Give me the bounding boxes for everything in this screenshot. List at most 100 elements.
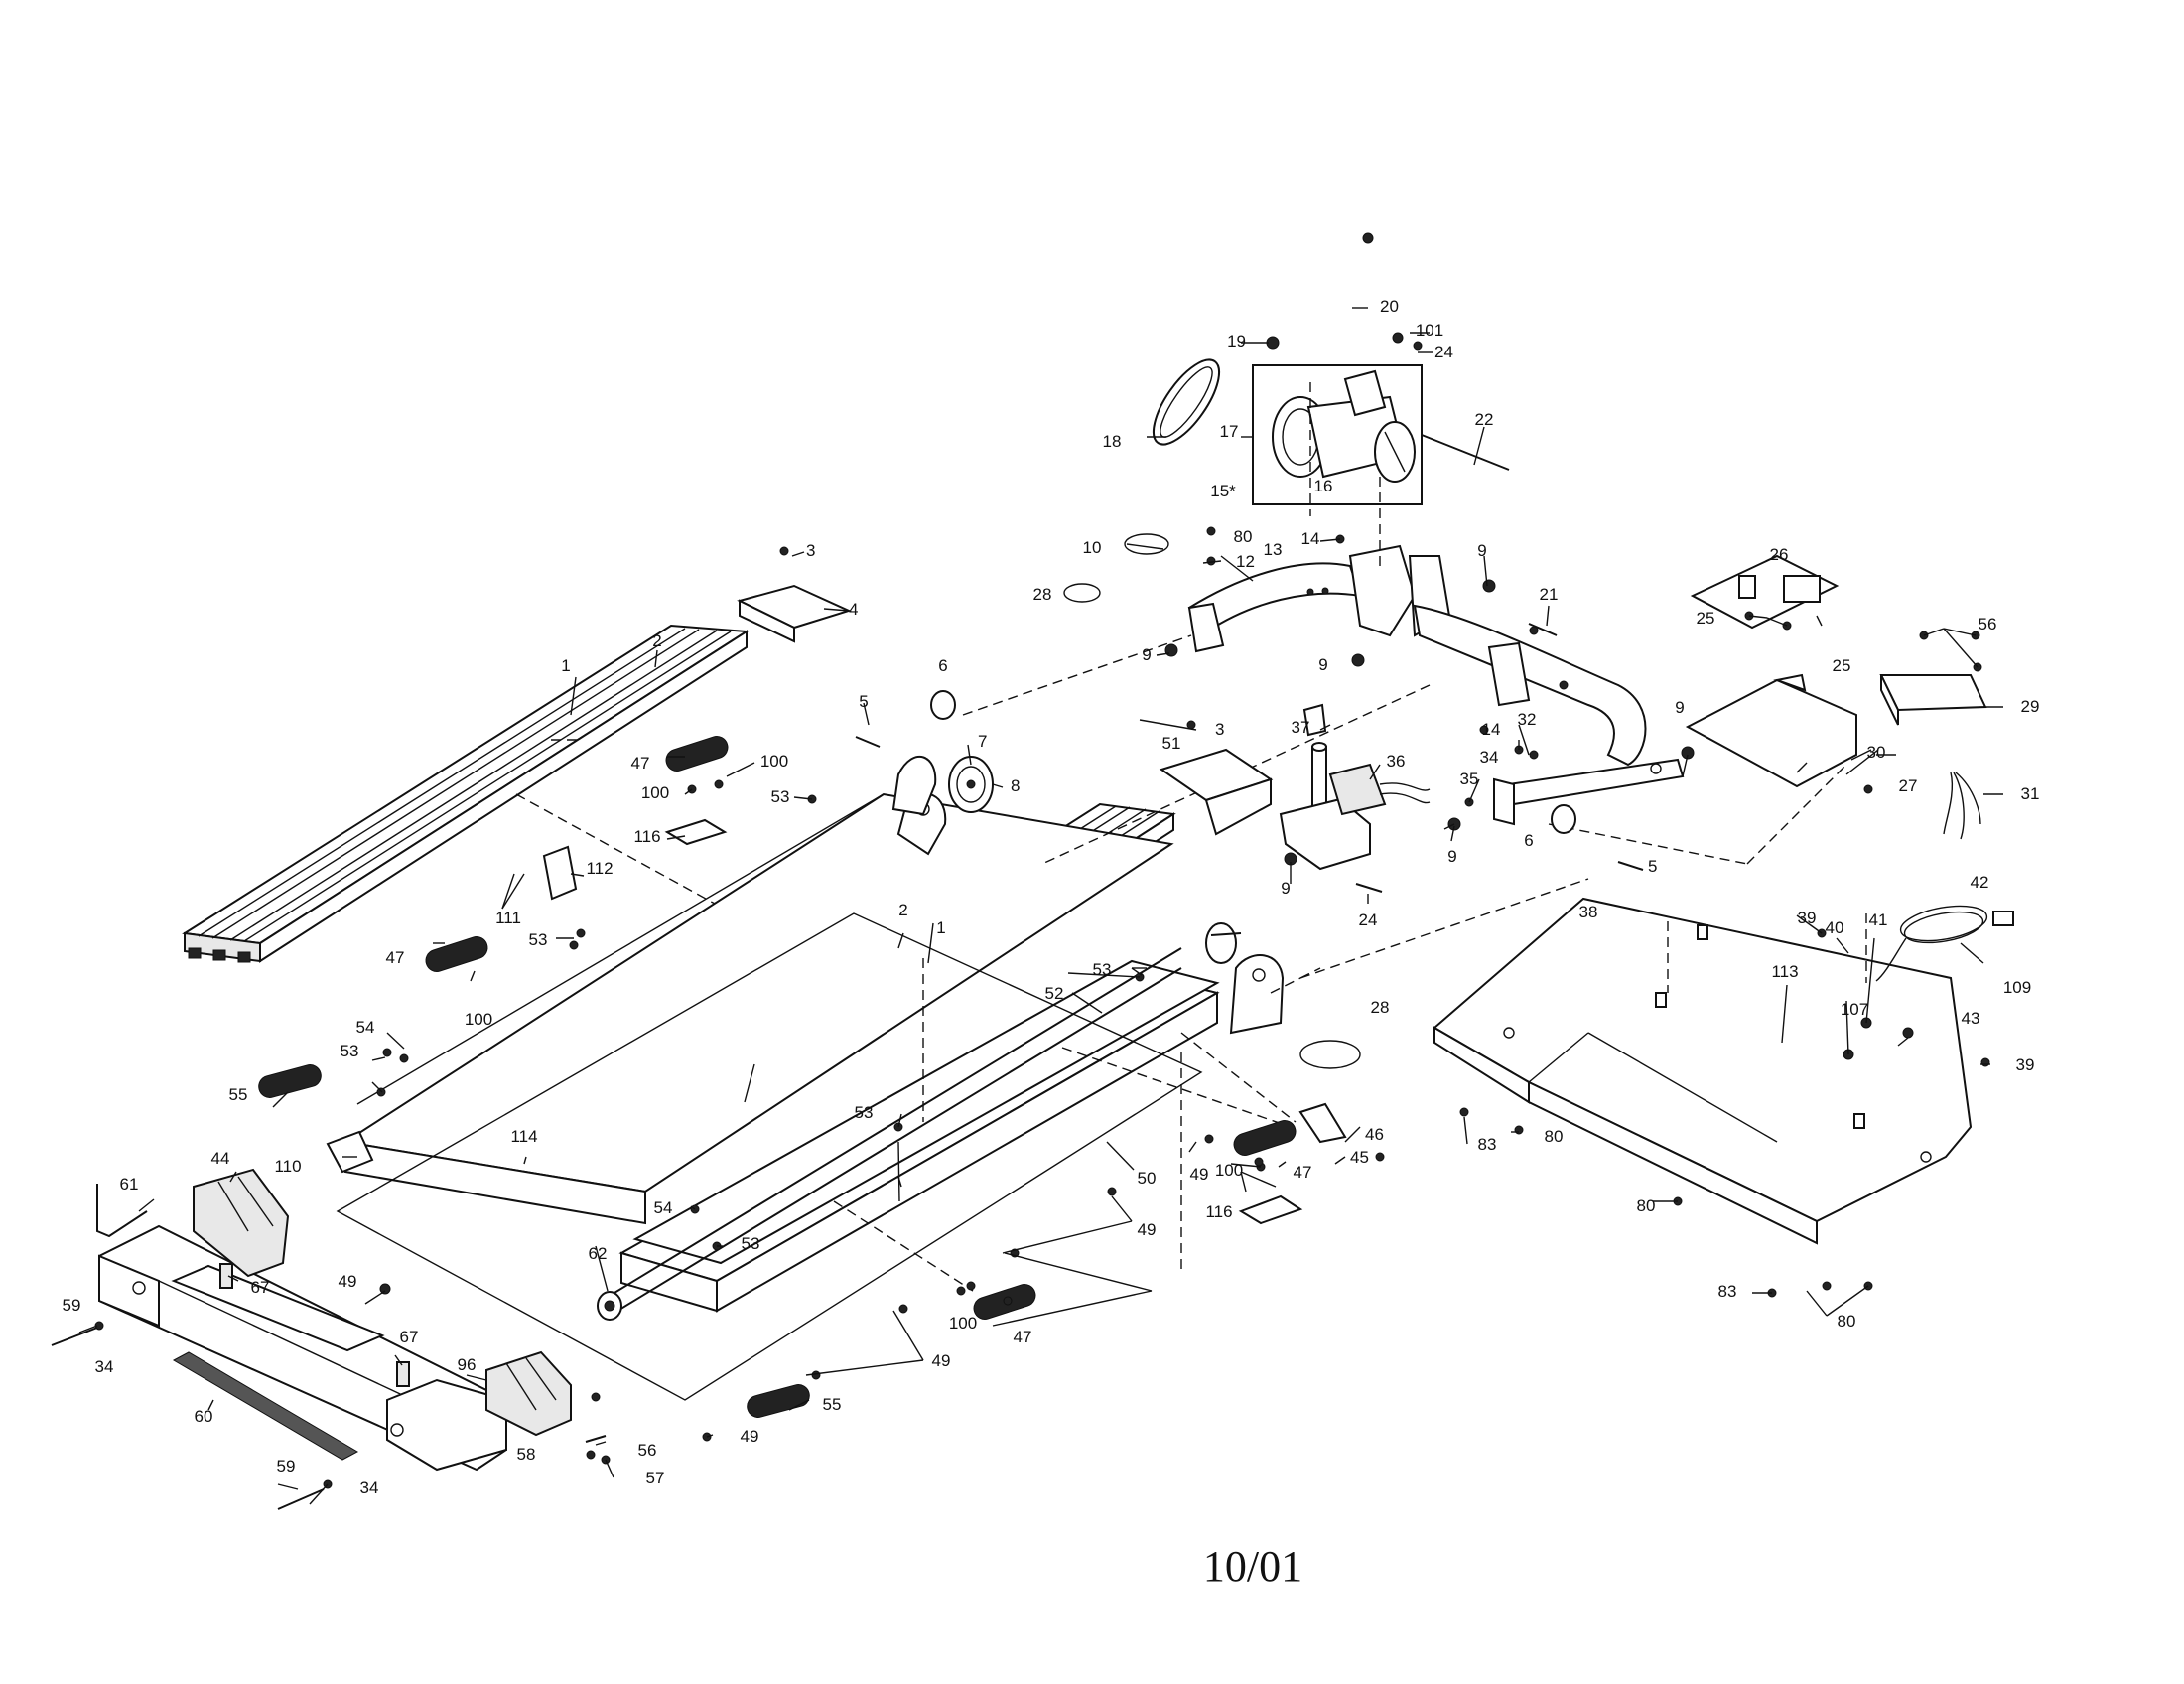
incline-motor bbox=[1279, 703, 1431, 871]
label-p80c: 80 bbox=[1637, 1196, 1656, 1215]
clip-56 bbox=[585, 1435, 607, 1443]
front-base-frame bbox=[98, 1224, 507, 1472]
label-p57: 57 bbox=[646, 1469, 665, 1487]
label-p112: 112 bbox=[586, 859, 613, 878]
label-p100c: 100 bbox=[465, 1010, 492, 1029]
leader-lines bbox=[78, 307, 2003, 1505]
label-p83b: 83 bbox=[1718, 1282, 1737, 1301]
label-p41: 41 bbox=[1869, 911, 1888, 929]
label-p20: 20 bbox=[1380, 297, 1399, 316]
label-p10: 10 bbox=[1083, 538, 1102, 557]
label-p8: 8 bbox=[1011, 776, 1020, 795]
label-p47a: 47 bbox=[631, 754, 650, 772]
label-p47d: 47 bbox=[1014, 1328, 1032, 1346]
label-p6b: 6 bbox=[1524, 831, 1533, 850]
bracket-4 bbox=[737, 584, 852, 643]
label-p12: 12 bbox=[1236, 552, 1255, 571]
label-p34a: 34 bbox=[1480, 748, 1499, 767]
label-p36: 36 bbox=[1387, 752, 1406, 771]
label-p114: 114 bbox=[510, 1127, 537, 1146]
label-p21: 21 bbox=[1540, 585, 1559, 604]
walking-belt bbox=[342, 792, 1174, 1225]
bolt-59b bbox=[277, 1488, 325, 1510]
date-code: 10/01 bbox=[1203, 1542, 1302, 1591]
label-p39a: 39 bbox=[1798, 909, 1817, 927]
label-p67a: 67 bbox=[251, 1278, 270, 1297]
label-p14b: 14 bbox=[1482, 720, 1501, 739]
label-p5b: 5 bbox=[1648, 857, 1657, 876]
label-p40: 40 bbox=[1826, 918, 1844, 937]
label-p49c: 49 bbox=[339, 1272, 357, 1291]
label-p16: 16 bbox=[1314, 477, 1333, 495]
label-p49b: 49 bbox=[1138, 1220, 1157, 1239]
label-p100b: 100 bbox=[641, 783, 669, 802]
label-p56b: 56 bbox=[638, 1441, 657, 1460]
assembly-dashed-lines bbox=[515, 382, 1867, 1292]
label-p24b: 24 bbox=[1359, 911, 1378, 929]
label-p5a: 5 bbox=[859, 692, 868, 711]
label-p24a: 24 bbox=[1434, 343, 1453, 361]
label-p42: 42 bbox=[1971, 873, 1989, 892]
label-p15: 15* bbox=[1210, 482, 1236, 500]
label-p22: 22 bbox=[1475, 410, 1494, 429]
label-p2a: 2 bbox=[652, 632, 661, 650]
label-p26: 26 bbox=[1770, 545, 1789, 564]
wire-28b bbox=[1299, 1040, 1361, 1069]
label-p28b: 28 bbox=[1371, 998, 1390, 1017]
label-p61: 61 bbox=[120, 1175, 139, 1193]
label-p50: 50 bbox=[1138, 1169, 1157, 1188]
pad-47b bbox=[425, 936, 488, 972]
upright-frame bbox=[1187, 544, 1685, 826]
label-p27: 27 bbox=[1899, 776, 1918, 795]
left-side-rail bbox=[182, 624, 751, 963]
label-p4: 4 bbox=[849, 600, 858, 619]
plate-116b bbox=[1238, 1194, 1303, 1225]
label-p3b: 3 bbox=[1215, 720, 1224, 739]
pad-47c bbox=[1233, 1120, 1297, 1156]
motor-hood bbox=[1433, 897, 1973, 1245]
label-p3a: 3 bbox=[806, 541, 815, 560]
label-p9e: 9 bbox=[1447, 847, 1456, 866]
clip-112 bbox=[542, 845, 578, 901]
label-p39b: 39 bbox=[2016, 1055, 2035, 1074]
wheel-6a bbox=[930, 690, 956, 720]
label-p111: 111 bbox=[495, 909, 521, 927]
wire-harness-31 bbox=[1943, 772, 1981, 840]
label-p35: 35 bbox=[1460, 770, 1479, 788]
label-p29: 29 bbox=[2021, 697, 2040, 716]
label-p37: 37 bbox=[1292, 718, 1310, 737]
label-p80b: 80 bbox=[1545, 1127, 1564, 1146]
label-p53a: 53 bbox=[771, 787, 790, 806]
label-p7: 7 bbox=[978, 732, 987, 751]
label-p47b: 47 bbox=[386, 948, 405, 967]
label-p30: 30 bbox=[1867, 743, 1886, 762]
bracket-51 bbox=[1159, 748, 1274, 836]
label-p53c: 53 bbox=[341, 1042, 359, 1060]
label-p52: 52 bbox=[1045, 984, 1064, 1003]
label-p31: 31 bbox=[2021, 784, 2040, 803]
label-p113: 113 bbox=[1771, 962, 1798, 981]
label-p109: 109 bbox=[2003, 978, 2031, 997]
bracket-46 bbox=[1298, 1102, 1347, 1144]
plate-116a bbox=[664, 818, 728, 846]
label-p32: 32 bbox=[1518, 710, 1537, 729]
label-p6a: 6 bbox=[938, 656, 947, 675]
drive-belt bbox=[1152, 358, 1221, 446]
label-p67b: 67 bbox=[400, 1328, 419, 1346]
label-p101: 101 bbox=[1416, 321, 1443, 340]
deck-board bbox=[618, 959, 1220, 1313]
label-p9b: 9 bbox=[1318, 655, 1327, 674]
label-p19: 19 bbox=[1227, 332, 1246, 351]
label-p53d: 53 bbox=[1093, 960, 1112, 979]
isolation-rail bbox=[1879, 674, 1987, 726]
label-p51: 51 bbox=[1162, 734, 1181, 753]
label-p54b: 54 bbox=[654, 1198, 673, 1217]
label-p25b: 25 bbox=[1833, 656, 1851, 675]
pad-47a bbox=[665, 736, 729, 772]
label-p9c: 9 bbox=[1477, 541, 1486, 560]
label-p60: 60 bbox=[195, 1407, 213, 1426]
label-p34c: 34 bbox=[360, 1478, 379, 1497]
label-p55a: 55 bbox=[229, 1085, 248, 1104]
label-p53e: 53 bbox=[855, 1103, 874, 1122]
pad-55b bbox=[747, 1384, 810, 1418]
